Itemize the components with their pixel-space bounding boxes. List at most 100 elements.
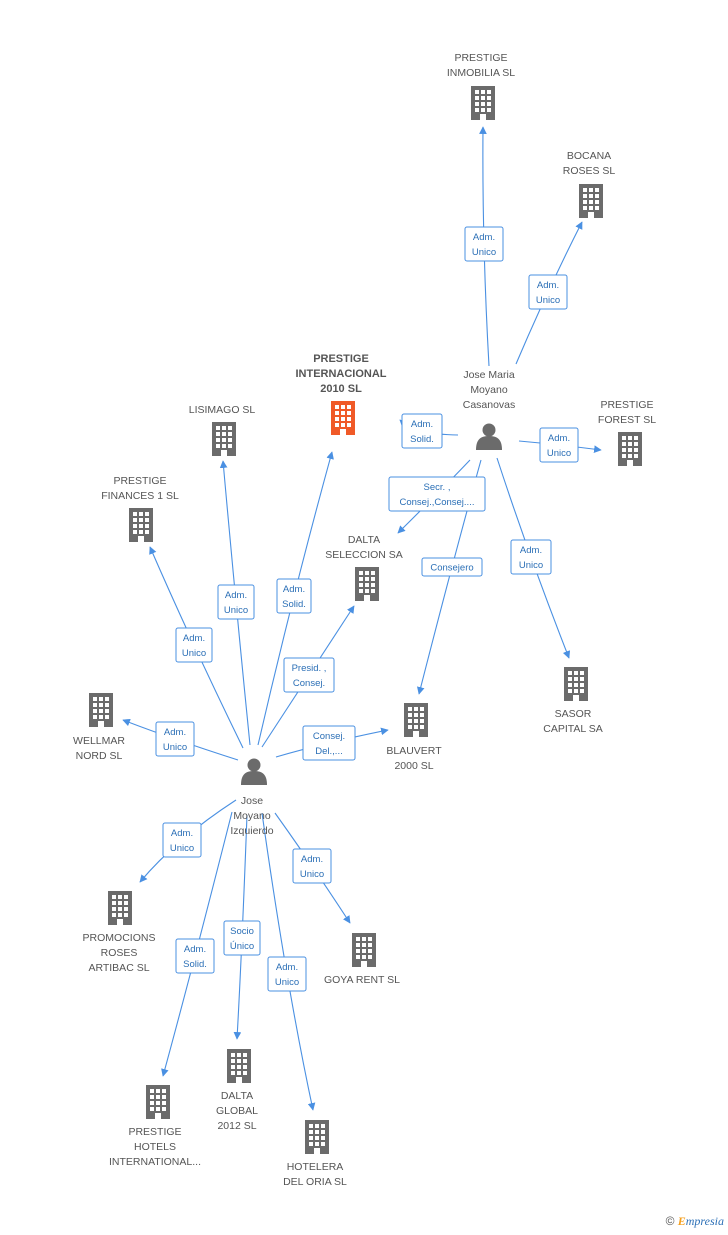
relation-label: Adm. — [301, 854, 323, 865]
relation-box — [421, 557, 483, 577]
relation-label: Solid. — [282, 599, 306, 610]
relation-jmi-promocions[interactable]: Adm. Unico — [162, 822, 202, 858]
relation-jmi-blauvert[interactable]: Consej.Del.,... — [302, 725, 356, 761]
node-label: INMOBILIA SL — [447, 67, 515, 79]
relation-label: Adm. — [548, 433, 570, 444]
building-icon — [227, 1049, 251, 1083]
building-icon — [146, 1085, 170, 1119]
relation-jmi-wellmar[interactable]: Adm.Unico — [155, 721, 195, 757]
node-label: LISIMAGO SL — [189, 404, 256, 416]
empresia-logo[interactable]: Empresia — [677, 1214, 724, 1228]
node-goya-rent[interactable]: GOYA RENT SL — [324, 933, 400, 986]
node-label: PRESTIGE — [313, 353, 369, 365]
building-icon — [564, 667, 588, 701]
node-lisimago[interactable]: LISIMAGO SL — [189, 404, 256, 456]
relation-jmm-dalta-seleccion[interactable]: Secr. ,Consej.,Consej.... — [388, 476, 486, 512]
relation-jmi-lisimago[interactable]: Adm.Unico — [217, 584, 255, 620]
relation-label: Adm. — [171, 828, 193, 839]
relation-label: Adm. — [276, 962, 298, 973]
building-icon — [618, 432, 642, 466]
node-label: GLOBAL — [216, 1105, 258, 1117]
node-prestige-hotels[interactable]: PRESTIGEHOTELSINTERNATIONAL... — [109, 1085, 201, 1168]
relation-label: Unico — [519, 560, 543, 571]
node-label: WELLMAR — [73, 735, 125, 747]
relation-jmm-prestige-forest[interactable]: Adm.Unico — [539, 427, 579, 463]
node-label: 2012 SL — [217, 1120, 256, 1132]
relation-label: Solid. — [183, 959, 207, 970]
relation-jmm-bocana[interactable]: Adm.Unico — [528, 274, 568, 310]
node-label: FOREST SL — [598, 414, 656, 426]
relation-box — [276, 578, 312, 614]
relation-label: Consej. — [313, 731, 345, 742]
relation-jmi-prestige-internacional[interactable]: Adm. Solid. — [276, 578, 312, 614]
relation-jmm-prestige-internacional[interactable]: Adm.Solid. — [401, 413, 443, 449]
relation-label: Adm. — [184, 944, 206, 955]
node-label: 2000 SL — [394, 760, 433, 772]
relation-box — [388, 476, 486, 512]
relation-label: Adm. — [225, 590, 247, 601]
node-prestige-forest[interactable]: PRESTIGE FOREST SL — [598, 399, 656, 466]
person-icon — [476, 423, 502, 450]
relation-label: Socio — [230, 926, 254, 937]
relation-box — [223, 920, 261, 956]
relation-jmi-goya[interactable]: Adm. Unico — [292, 848, 332, 884]
node-label: 2010 SL — [320, 383, 362, 395]
relation-label: Adm. — [283, 584, 305, 595]
node-label: Jose Maria — [463, 369, 515, 381]
relation-box — [292, 848, 332, 884]
building-icon — [305, 1120, 329, 1154]
relation-label: Unico — [275, 977, 299, 988]
relation-jmm-sasor[interactable]: Adm.Unico — [510, 539, 552, 575]
node-wellmar-nord[interactable]: WELLMAR NORD SL — [73, 693, 125, 762]
node-blauvert[interactable]: BLAUVERT 2000 SL — [386, 703, 442, 772]
node-label: GOYA RENT SL — [324, 974, 400, 986]
relation-jmm-prestige-inmobilia[interactable]: Adm. Unico — [464, 226, 504, 262]
node-label: DALTA — [221, 1090, 253, 1102]
node-prestige-internacional[interactable]: PRESTIGE INTERNACIONAL 2010 SL — [295, 353, 387, 435]
building-icon — [89, 693, 113, 727]
node-label: PRESTIGE — [113, 475, 166, 487]
relation-label: Unico — [163, 742, 187, 753]
node-label: HOTELS — [134, 1141, 176, 1153]
node-label: Moyano — [233, 810, 271, 822]
relation-label: Adm. — [473, 232, 495, 243]
node-label: INTERNATIONAL... — [109, 1156, 201, 1168]
node-label: ROSES — [101, 947, 138, 959]
node-label: SELECCION SA — [325, 549, 403, 561]
relation-jmi-dalta-seleccion[interactable]: Presid. ,Consej. — [283, 657, 335, 693]
node-label: INTERNACIONAL — [295, 368, 386, 380]
node-dalta-global[interactable]: DALTA GLOBAL 2012 SL — [216, 1049, 258, 1132]
relation-jmm-blauvert[interactable]: Consejero — [421, 557, 483, 577]
relation-jmi-prestige-finances[interactable]: Adm.Unico — [175, 627, 213, 663]
relation-jmi-prestige-hotels[interactable]: Adm. Solid. — [175, 938, 215, 974]
node-label: PRESTIGE — [600, 399, 653, 411]
building-icon — [212, 422, 236, 456]
relation-label: Unico — [472, 247, 496, 258]
person-icon — [241, 758, 267, 785]
relation-box — [464, 226, 504, 262]
building-icon — [108, 891, 132, 925]
relation-label: Unico — [182, 648, 206, 659]
node-label: BLAUVERT — [386, 745, 442, 757]
relation-label: Unico — [170, 843, 194, 854]
relation-jmi-hotelera[interactable]: Adm. Unico — [267, 956, 307, 992]
relation-label: Unico — [300, 869, 324, 880]
relation-box — [302, 725, 356, 761]
nodes-layer: PRESTIGE INTERNACIONAL 2010 SL LISIMAGO SL P… — [73, 52, 656, 1188]
relation-label: Consej.,Consej.... — [400, 497, 475, 508]
node-label: Moyano — [470, 384, 508, 396]
node-label: NORD SL — [76, 750, 123, 762]
building-icon — [355, 567, 379, 601]
